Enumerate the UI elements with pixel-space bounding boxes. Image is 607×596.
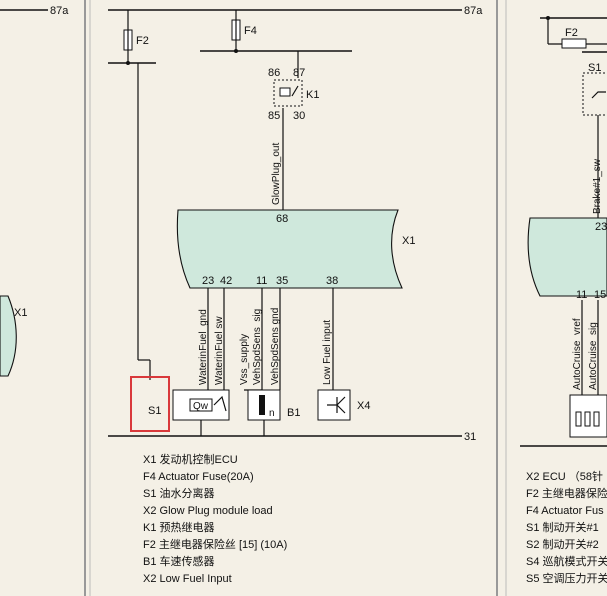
legend-item: X1 发动机控制ECU (143, 454, 238, 466)
s1-highlight-box[interactable] (130, 376, 170, 432)
legend-item: S2 制动开关#2 (526, 539, 599, 551)
relay-contact (291, 85, 299, 97)
vss-supply-label: Vss_supply (239, 334, 250, 385)
legend-item: B1 车速传感器 (143, 556, 215, 568)
relay-pin86: 86 (268, 67, 280, 79)
relay-coil (279, 87, 291, 97)
f2-node (126, 61, 130, 65)
qw-switch-symbol (213, 395, 227, 412)
veh-sig-label: VehSpdSens_sig (252, 309, 263, 385)
f4-label: F4 (244, 25, 257, 37)
legend-item: S1 油水分离器 (143, 488, 215, 500)
relay-pin85: 85 (268, 110, 280, 122)
left-ecu-label: X1 (14, 307, 27, 319)
right-s1-label: S1 (588, 62, 601, 74)
right-ecu-pin-15: 15 (594, 289, 606, 301)
right-vref-label: AutoCruise_vref (572, 318, 583, 390)
f4-node (234, 49, 238, 53)
f2-label: F2 (136, 35, 149, 47)
left-ecu-shape (0, 295, 17, 377)
ecu-pin-42: 42 (220, 275, 232, 287)
low-fuel-label: Low Fuel input (322, 320, 333, 385)
qw-sensor-inner (189, 398, 213, 412)
ecu-pin-23: 23 (202, 275, 214, 287)
ecu-pin-68: 68 (276, 213, 288, 225)
legend-item: X2 Low Fuel Input (143, 573, 232, 585)
ecu-pin-38: 38 (326, 275, 338, 287)
right-ecu-shape (527, 217, 607, 297)
left-87a-label: 87a (50, 5, 69, 17)
relay-pin30: 30 (293, 110, 305, 122)
center-31-label: 31 (464, 431, 476, 443)
relay-pin87: 87 (293, 67, 305, 79)
right-sig-label: AutoCruise_sig (588, 322, 599, 390)
right-ecu-pin-23: 23 (595, 221, 607, 233)
qw-label: Qw (193, 401, 209, 412)
right-brake-label: Brake#1_sw (592, 158, 603, 214)
right-resistor-3 (593, 411, 600, 427)
b1-label: B1 (287, 407, 300, 419)
legend-item: X2 ECU （58针 (526, 471, 604, 483)
right-legend: X2 ECU （58针 F2 主继电器保险 F4 Actuator Fus S1… (526, 469, 607, 588)
water-sw-label: WaterinFuel sw (214, 316, 225, 385)
legend-item: K1 预热继电器 (143, 522, 215, 534)
b1-n-label: n (269, 408, 275, 419)
legend-item: X2 Glow Plug module load (143, 505, 273, 517)
legend-item: F4 Actuator Fus (526, 505, 604, 517)
x4-label: X4 (357, 400, 370, 412)
relay-k1-box (273, 79, 303, 107)
s1-label: S1 (148, 405, 161, 417)
legend-item: S1 制动开关#1 (526, 522, 599, 534)
legend-item: F4 Actuator Fuse(20A) (143, 471, 254, 483)
right-ecu-pin-11: 11 (576, 289, 587, 301)
water-gnd-label: WaterinFuel_gnd (198, 309, 209, 385)
center-legend: X1 发动机控制ECU F4 Actuator Fuse(20A) S1 油水分… (143, 452, 287, 588)
center-ecu-label: X1 (402, 235, 415, 247)
legend-item: F2 主继电器保险丝 [15] (10A) (143, 539, 288, 551)
veh-gnd-label: VehSpdSens gnd (270, 308, 281, 385)
b1-sensor-core (259, 395, 265, 415)
center-87a-label: 87a (464, 5, 483, 17)
right-f2-label: F2 (565, 27, 578, 39)
center-ecu-x1 (176, 209, 403, 289)
glowplug-wire-label: GlowPlug_out (271, 143, 282, 205)
right-relay-box (582, 72, 607, 116)
legend-item: S5 空调压力开关 (526, 573, 607, 585)
relay-k1-label: K1 (306, 89, 319, 101)
ecu-pin-35: 35 (276, 275, 288, 287)
right-f2-fuse (561, 38, 587, 49)
right-resistor-2 (584, 411, 591, 427)
x4-transistor-symbol (327, 396, 346, 414)
legend-item: S4 巡航模式开关 (526, 556, 607, 568)
right-resistor-1 (575, 411, 582, 427)
ecu-pin-11: 11 (256, 275, 267, 287)
legend-item: F2 主继电器保险 (526, 488, 607, 500)
right-relay-contact (591, 91, 606, 99)
